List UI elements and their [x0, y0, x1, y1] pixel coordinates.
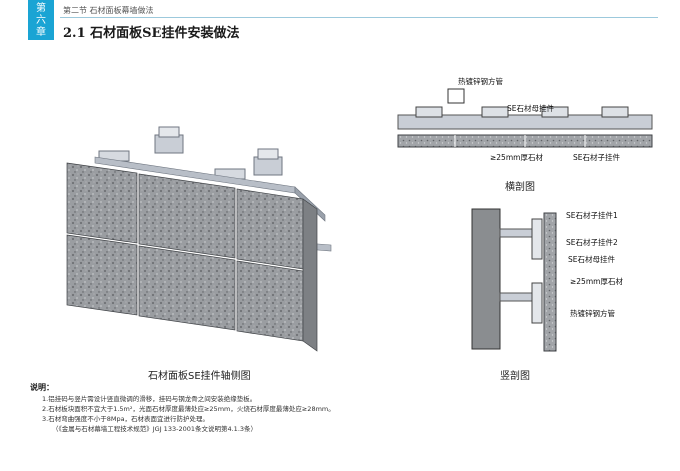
- axonometric-view: [66, 126, 332, 352]
- note-item: （《金属与石材幕墙工程技术规范》JGJ 133-2001条文说明第4.1.3条）: [52, 425, 258, 433]
- header-rule: [60, 17, 658, 18]
- hanger-clips: [415, 106, 629, 118]
- chapter-tab-line3: 章: [36, 27, 46, 38]
- axon-caption: 石材面板SE挂件轴侧图: [148, 371, 251, 382]
- page-title: 2.1 石材面板SE挂件安装做法: [63, 26, 240, 41]
- horizontal-section: [397, 88, 653, 148]
- chapter-tab-line2: 六: [36, 15, 46, 26]
- horizontal-caption: 横剖图: [505, 182, 535, 193]
- v-label-child-hanger-1: SE石材子挂件1: [566, 211, 618, 220]
- chapter-tab: 第 六 章: [28, 0, 54, 40]
- note-item: 2.石材板块面积不宜大于1.5m²，光面石材厚度最薄处应≥25mm，火烧石材厚度…: [42, 405, 335, 413]
- h-label-steel-tube: 热镀锌钢方管: [458, 77, 503, 86]
- h-label-child-hanger: SE石材子挂件: [573, 153, 620, 162]
- notes-title: 说明：: [30, 383, 54, 392]
- note-item: 1.铝挂码与竖片需设计竖直微调的滑移，挂码与钢龙骨之间安装绝缘垫板。: [42, 395, 257, 403]
- v-label-child-hanger-2: SE石材子挂件2: [566, 238, 618, 247]
- stone-panels: [66, 162, 318, 352]
- vertical-caption: 竖剖图: [500, 371, 530, 382]
- h-label-stone: ≥25mm厚石材: [490, 153, 543, 162]
- note-item: 3.石材弯曲强度不小于8Mpa，石材表面宜进行防护处理。: [42, 415, 210, 423]
- v-label-stone: ≥25mm厚石材: [570, 277, 623, 286]
- v-label-mother-hanger: SE石材母挂件: [568, 255, 615, 264]
- chapter-tab-line1: 第: [36, 3, 46, 14]
- v-label-steel-tube: 热镀锌钢方管: [570, 309, 615, 318]
- h-label-mother-hanger: SE石材母挂件: [507, 104, 554, 113]
- section-heading: 第二节 石材面板幕墙做法: [63, 6, 154, 15]
- vertical-section: [471, 208, 557, 352]
